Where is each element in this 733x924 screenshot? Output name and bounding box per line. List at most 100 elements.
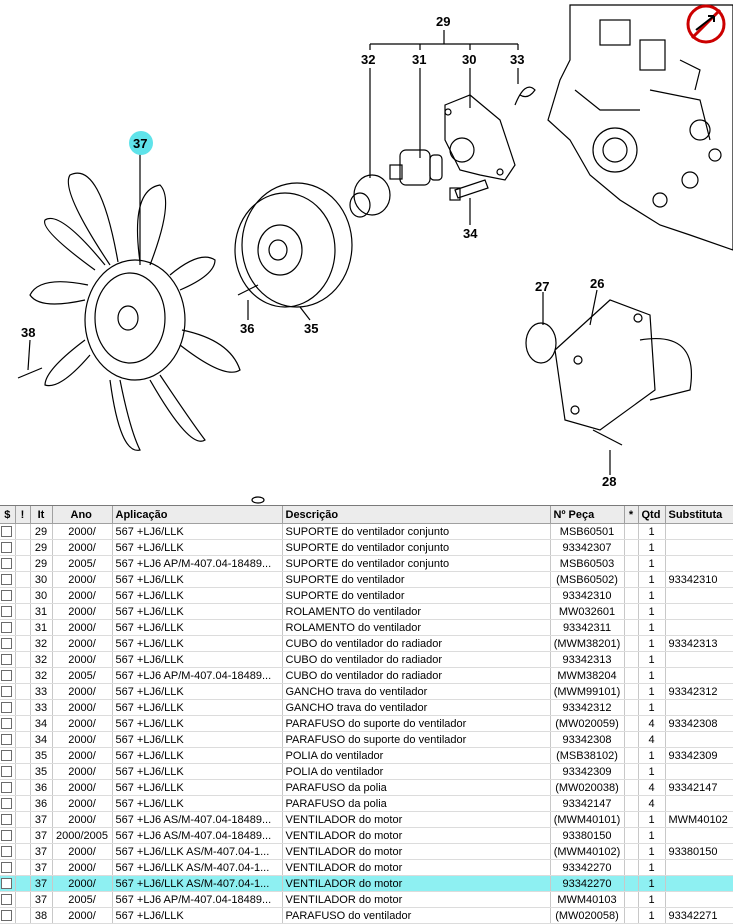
- callout-32[interactable]: 32: [361, 52, 375, 67]
- column-header-item[interactable]: It: [30, 506, 52, 524]
- row-checkbox-box[interactable]: [1, 606, 12, 617]
- row-checkbox-box[interactable]: [1, 702, 12, 713]
- callout-37[interactable]: 37: [133, 136, 147, 151]
- row-checkbox[interactable]: [0, 652, 15, 668]
- row-checkbox-box[interactable]: [1, 542, 12, 553]
- callout-35[interactable]: 35: [304, 321, 318, 336]
- row-checkbox-box[interactable]: [1, 910, 12, 921]
- row-checkbox[interactable]: [0, 572, 15, 588]
- row-checkbox-box[interactable]: [1, 734, 12, 745]
- row-checkbox-box[interactable]: [1, 830, 12, 841]
- row-checkbox[interactable]: [0, 524, 15, 540]
- row-checkbox[interactable]: [0, 668, 15, 684]
- callout-28[interactable]: 28: [602, 474, 616, 489]
- callout-38[interactable]: 38: [21, 325, 35, 340]
- row-checkbox-box[interactable]: [1, 686, 12, 697]
- row-year-cell: 2000/: [52, 812, 112, 828]
- row-checkbox[interactable]: [0, 892, 15, 908]
- row-checkbox[interactable]: [0, 860, 15, 876]
- row-checkbox[interactable]: [0, 588, 15, 604]
- column-header-part-number[interactable]: Nº Peça: [550, 506, 624, 524]
- row-checkbox[interactable]: [0, 700, 15, 716]
- column-header-description[interactable]: Descrição: [282, 506, 550, 524]
- callout-30[interactable]: 30: [462, 52, 476, 67]
- row-checkbox[interactable]: [0, 876, 15, 892]
- row-checkbox[interactable]: [0, 748, 15, 764]
- row-checkbox-box[interactable]: [1, 638, 12, 649]
- row-checkbox[interactable]: [0, 844, 15, 860]
- callout-29[interactable]: 29: [436, 14, 450, 29]
- row-checkbox-box[interactable]: [1, 782, 12, 793]
- column-header-price[interactable]: $: [0, 506, 15, 524]
- row-checkbox-box[interactable]: [1, 718, 12, 729]
- row-checkbox[interactable]: [0, 780, 15, 796]
- row-checkbox-box[interactable]: [1, 798, 12, 809]
- column-header-substitute[interactable]: Substituta: [665, 506, 733, 524]
- callout-34[interactable]: 34: [463, 226, 478, 241]
- row-checkbox-box[interactable]: [1, 670, 12, 681]
- row-checkbox-box[interactable]: [1, 766, 12, 777]
- row-checkbox[interactable]: [0, 812, 15, 828]
- row-checkbox-box[interactable]: [1, 574, 12, 585]
- column-header-application[interactable]: Aplicação: [112, 506, 282, 524]
- row-checkbox[interactable]: [0, 684, 15, 700]
- row-checkbox[interactable]: [0, 764, 15, 780]
- row-checkbox[interactable]: [0, 604, 15, 620]
- callout-33[interactable]: 33: [510, 52, 524, 67]
- row-checkbox-box[interactable]: [1, 846, 12, 857]
- column-header-star[interactable]: *: [624, 506, 638, 524]
- row-checkbox-box[interactable]: [1, 814, 12, 825]
- column-header-alert[interactable]: !: [15, 506, 30, 524]
- column-header-year[interactable]: Ano: [52, 506, 112, 524]
- row-checkbox[interactable]: [0, 796, 15, 812]
- row-checkbox-box[interactable]: [1, 590, 12, 601]
- row-checkbox[interactable]: [0, 540, 15, 556]
- row-checkbox-box[interactable]: [1, 894, 12, 905]
- row-checkbox-box[interactable]: [1, 558, 12, 569]
- callout-36[interactable]: 36: [240, 321, 254, 336]
- callout-26[interactable]: 26: [590, 276, 604, 291]
- callout-31[interactable]: 31: [412, 52, 426, 67]
- row-checkbox-box[interactable]: [1, 526, 12, 537]
- callout-27[interactable]: 27: [535, 279, 549, 294]
- row-checkbox[interactable]: [0, 908, 15, 924]
- row-checkbox[interactable]: [0, 636, 15, 652]
- row-checkbox-box[interactable]: [1, 622, 12, 633]
- row-checkbox-box[interactable]: [1, 862, 12, 873]
- row-checkbox[interactable]: [0, 620, 15, 636]
- row-checkbox-box[interactable]: [1, 750, 12, 761]
- row-checkbox-box[interactable]: [1, 878, 12, 889]
- column-header-quantity[interactable]: Qtd: [638, 506, 665, 524]
- row-checkbox[interactable]: [0, 556, 15, 572]
- row-year-cell: 2000/: [52, 636, 112, 652]
- row-checkbox[interactable]: [0, 716, 15, 732]
- row-checkbox[interactable]: [0, 732, 15, 748]
- row-checkbox[interactable]: [0, 828, 15, 844]
- row-checkbox-box[interactable]: [1, 654, 12, 665]
